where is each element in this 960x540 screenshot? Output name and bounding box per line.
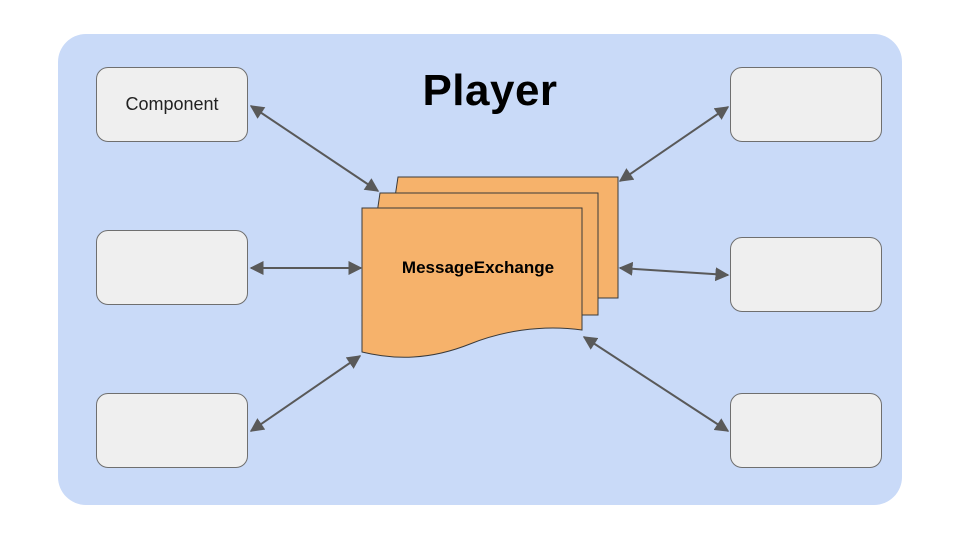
player-title: Player: [422, 66, 558, 115]
arrow-right-bottom: [582, 336, 730, 432]
arrow-right-middle: [618, 261, 730, 282]
component-left-bottom: [96, 393, 248, 468]
connection-arrows: [249, 105, 730, 432]
component-left-top: Component: [96, 67, 248, 142]
arrow-left-bottom: [249, 355, 362, 432]
component-left-middle: [96, 230, 248, 305]
component-right-bottom: [730, 393, 882, 468]
component-right-middle: [730, 237, 882, 312]
message-exchange-stack: [361, 176, 619, 358]
component-right-top: [730, 67, 882, 142]
message-exchange-page-front: [361, 207, 583, 358]
arrow-left-top: [249, 105, 380, 192]
arrow-right-top: [618, 106, 730, 182]
message-exchange-label: MessageExchange: [401, 258, 555, 277]
